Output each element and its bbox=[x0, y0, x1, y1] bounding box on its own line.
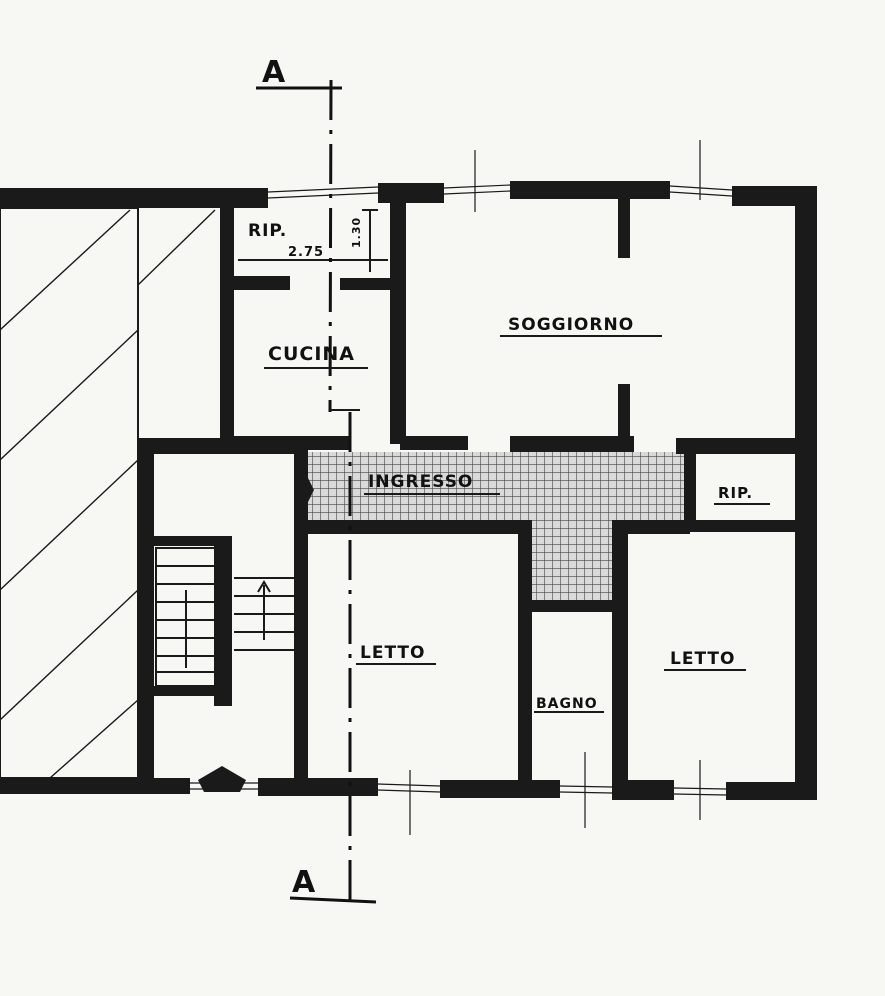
room-label-bagno: BAGNO bbox=[536, 696, 598, 712]
dimension-width: 2.75 bbox=[288, 245, 324, 260]
room-label-cucina: CUCINA bbox=[268, 343, 355, 365]
section-axis bbox=[256, 79, 377, 910]
entrance-arrow-icon bbox=[198, 766, 246, 792]
room-label-rip-top: RIP. bbox=[248, 221, 287, 241]
label-underlines bbox=[264, 335, 770, 713]
room-label-rip-right: RIP. bbox=[718, 484, 753, 502]
windows bbox=[190, 140, 733, 835]
section-mark-bottom: A bbox=[292, 865, 316, 900]
staircase bbox=[155, 547, 294, 687]
ingresso-tiled-floor bbox=[308, 452, 686, 608]
room-label-soggiorno: SOGGIORNO bbox=[508, 315, 634, 335]
dimension-height: 1.30 bbox=[350, 217, 363, 248]
labels: A A RIP. 2.75 1.30 CUCINA SOGGIORNO INGR… bbox=[248, 55, 753, 900]
room-label-letto-left: LETTO bbox=[360, 643, 425, 663]
rip-dimension-lines bbox=[238, 209, 388, 272]
door-marker-icons bbox=[138, 472, 314, 506]
room-label-ingresso: INGRESSO bbox=[368, 472, 473, 492]
section-mark-top: A bbox=[262, 55, 286, 90]
room-label-letto-right: LETTO bbox=[670, 649, 735, 669]
